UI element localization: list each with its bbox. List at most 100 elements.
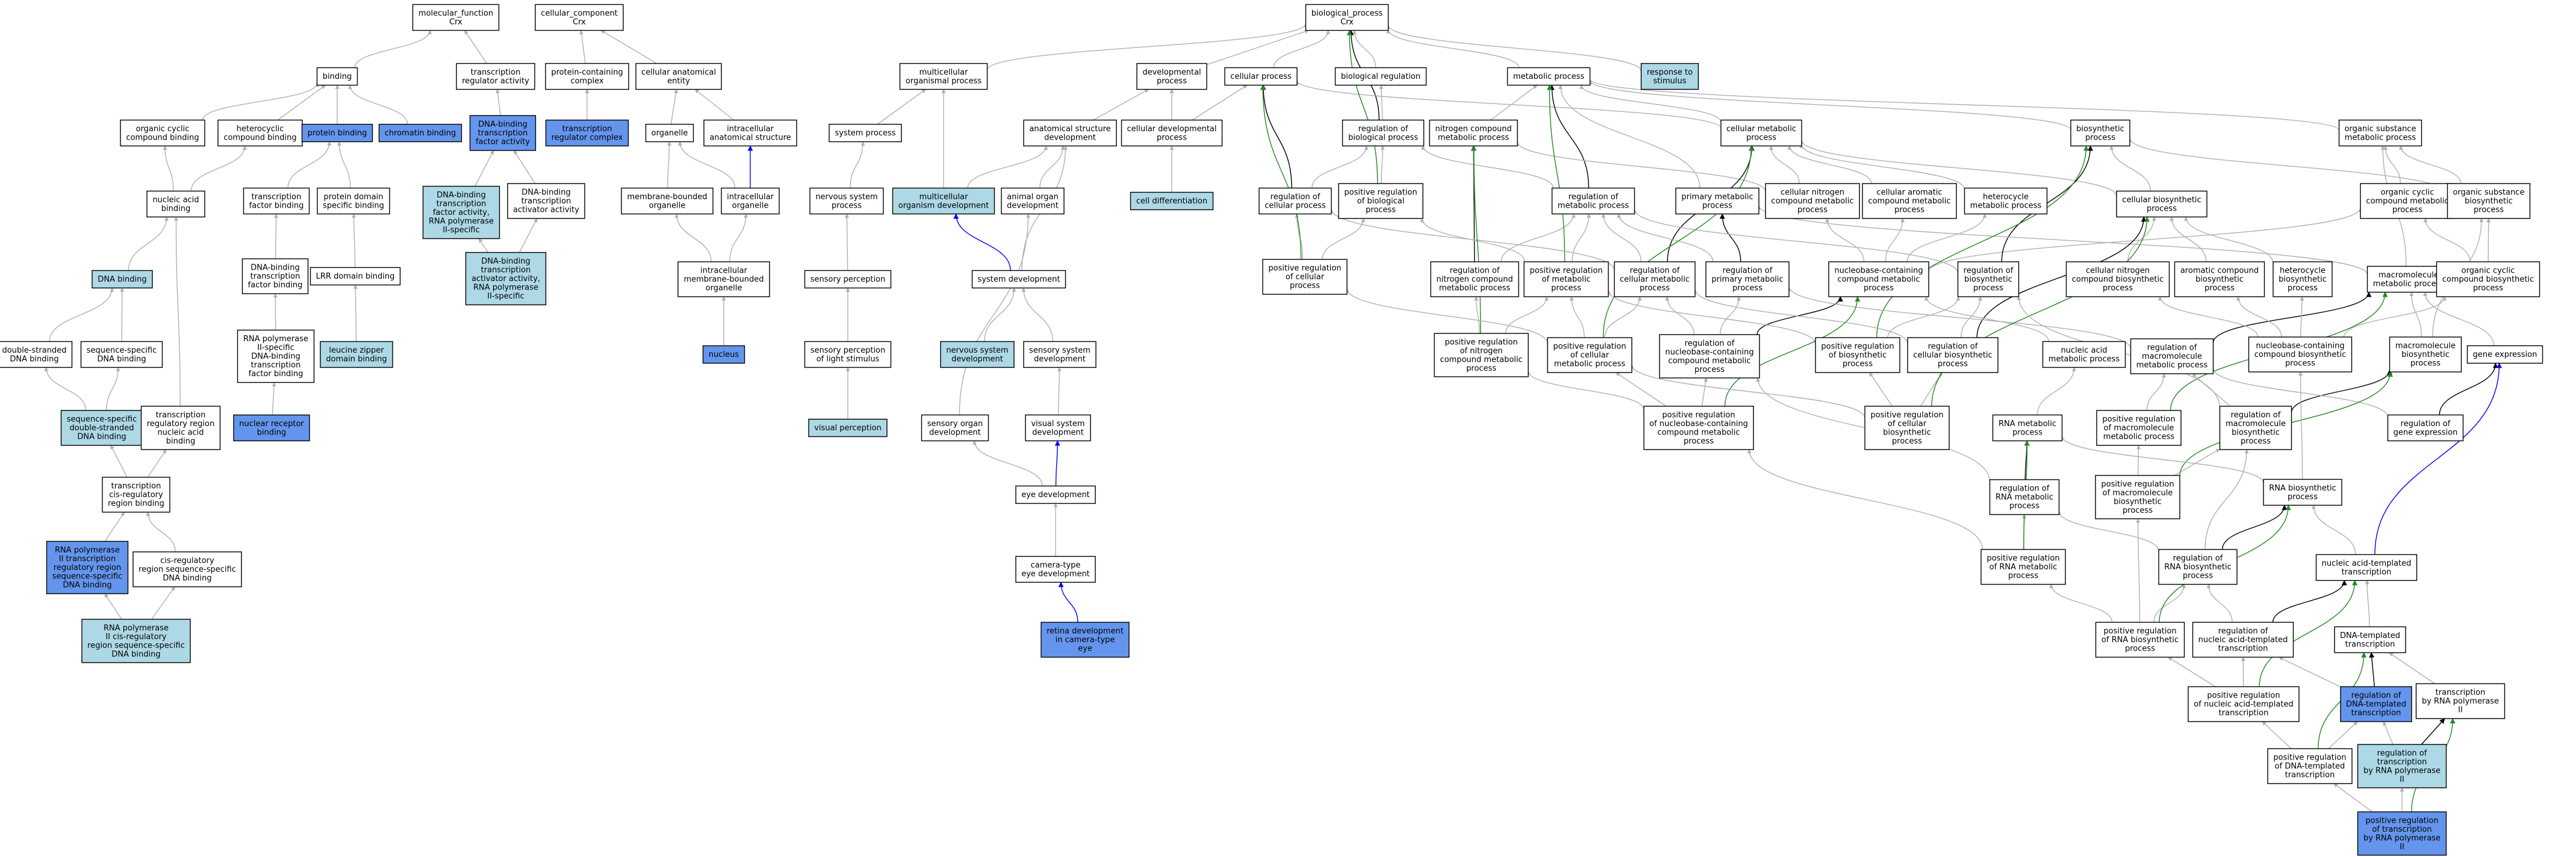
term-node-cdiff[interactable]: cell differentiation bbox=[1130, 191, 1214, 211]
term-node-cp[interactable]: cellular process bbox=[1224, 67, 1298, 86]
term-node-eyedev[interactable]: eye development bbox=[1015, 485, 1096, 504]
term-node-nuc[interactable]: nucleus bbox=[702, 345, 745, 364]
term-node-sysdev[interactable]: system development bbox=[971, 270, 1066, 289]
term-node-sp[interactable]: system process bbox=[829, 123, 902, 143]
term-node-rnap2tf[interactable]: RNA polymeraseII-specificDNA-bindingtran… bbox=[237, 329, 315, 383]
term-node-pb[interactable]: protein binding bbox=[301, 123, 373, 143]
term-node-chb[interactable]: chromatin binding bbox=[378, 123, 462, 143]
term-node-org[interactable]: organelle bbox=[645, 123, 694, 143]
term-node-vp[interactable]: visual perception bbox=[808, 418, 888, 438]
term-node-breg[interactable]: biological regulation bbox=[1334, 67, 1427, 86]
term-node-ge[interactable]: gene expression bbox=[2466, 345, 2543, 364]
term-node-rnccmp[interactable]: regulation ofnucleobase-containingcompou… bbox=[1659, 334, 1760, 379]
term-node-rmbsp[interactable]: regulation ofmacromoleculebiosyntheticpr… bbox=[2219, 406, 2292, 450]
